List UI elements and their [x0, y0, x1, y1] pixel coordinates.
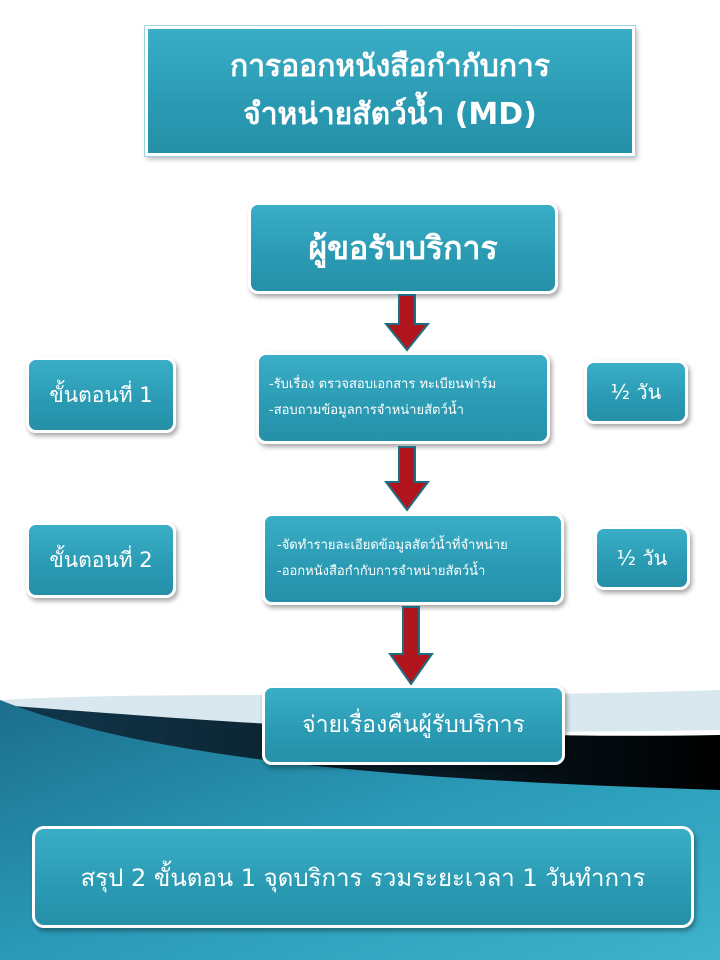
step-2-duration: ½ วัน — [594, 526, 690, 590]
step-2-detail-2: -ออกหนังสือกำกับการจำหน่ายสัตว์น้ำ — [277, 564, 486, 579]
step-1-duration: ½ วัน — [584, 360, 688, 424]
requester-box: ผู้ขอรับบริการ — [248, 202, 558, 294]
down-arrow-3 — [388, 606, 434, 686]
title-box: การออกหนังสือกำกับการ จำหน่ายสัตว์น้ำ (M… — [145, 26, 635, 156]
summary-box: สรุป 2 ขั้นตอน 1 จุดบริการ รวมระยะเวลา 1… — [32, 826, 694, 928]
step-2-details: -จัดทำรายละเอียดข้อมูลสัตว์น้ำที่จำหน่าย… — [262, 513, 564, 605]
step-2-detail-1: -จัดทำรายละเอียดข้อมูลสัตว์น้ำที่จำหน่าย — [277, 538, 508, 553]
step-1-detail-1: -รับเรื่อง ตรวจสอบเอกสาร ทะเบียนฟาร์ม — [269, 377, 497, 392]
return-to-requester-box: จ่ายเรื่องคืนผู้รับบริการ — [262, 685, 565, 765]
step-1-details: -รับเรื่อง ตรวจสอบเอกสาร ทะเบียนฟาร์ม -ส… — [256, 352, 550, 444]
step-1-label: ขั้นตอนที่ 1 — [26, 357, 176, 433]
down-arrow-2 — [384, 446, 430, 512]
title-line-1: การออกหนังสือกำกับการ — [230, 49, 550, 84]
step-1-detail-2: -สอบถามข้อมูลการจำหน่ายสัตว์น้ำ — [269, 403, 464, 418]
title-line-2: จำหน่ายสัตว์น้ำ (MD) — [243, 97, 537, 132]
step-2-label: ขั้นตอนที่ 2 — [26, 522, 176, 598]
down-arrow-1 — [384, 294, 430, 352]
